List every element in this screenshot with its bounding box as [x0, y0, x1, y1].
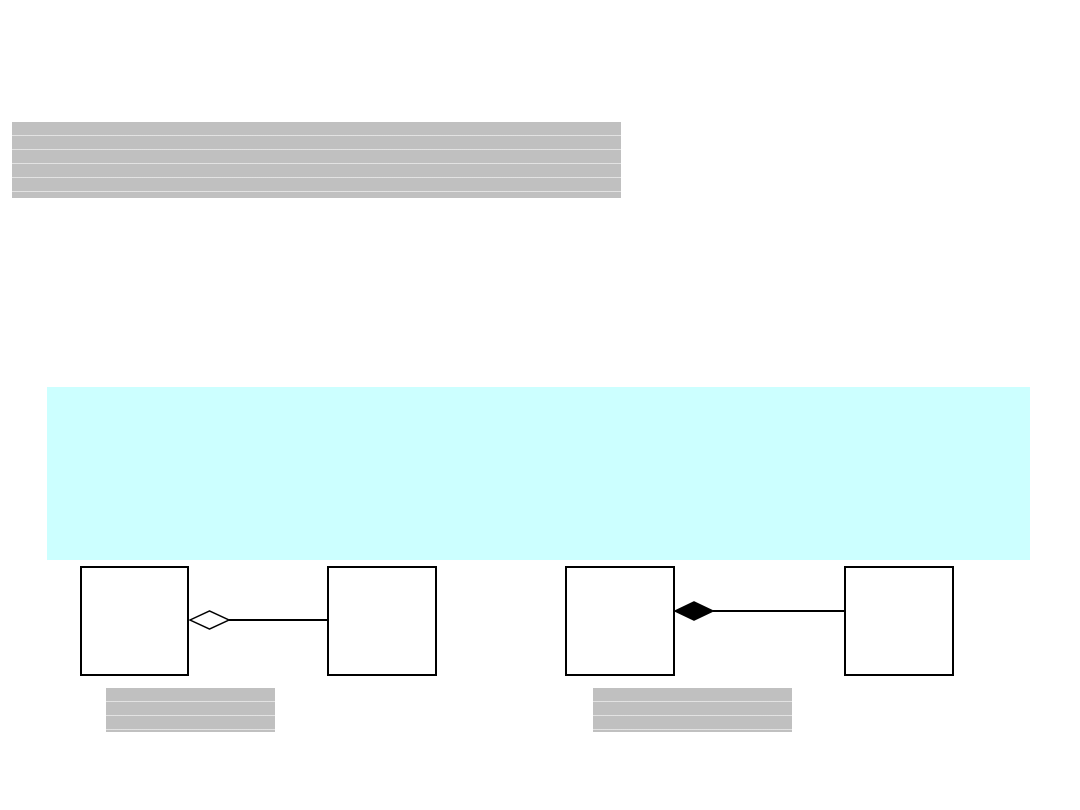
composition-part-box: [844, 566, 954, 676]
composition-group: [565, 566, 954, 676]
aggregation-whole-box: [80, 566, 189, 676]
aggregation-caption: [106, 688, 275, 732]
aggregation-caption-placeholder: [106, 688, 275, 732]
composition-whole-box: [565, 566, 675, 676]
slide-title-placeholder: [12, 122, 621, 198]
aggregation-group: [80, 566, 437, 676]
filled-diamond-icon: [673, 601, 715, 621]
aggregation-part-box: [327, 566, 437, 676]
hollow-diamond-icon: [188, 610, 231, 630]
composition-caption: [593, 688, 792, 732]
composition-caption-placeholder: [593, 688, 792, 732]
body-text-panel: [47, 387, 1030, 560]
